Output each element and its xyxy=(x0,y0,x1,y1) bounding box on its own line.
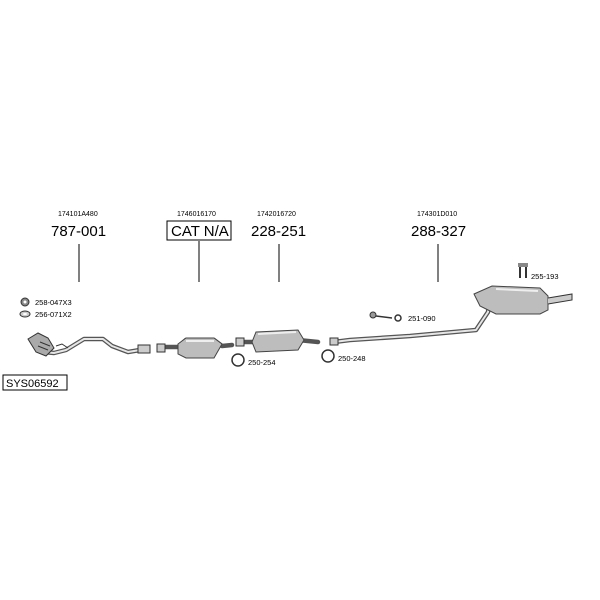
clamp-icon xyxy=(321,349,335,363)
part-group-middle-silencer[interactable]: 1742016720 228-251 xyxy=(251,211,306,282)
middle-silencer-drawing xyxy=(235,329,321,353)
accessory-label: 255-193 xyxy=(531,272,559,281)
hanger-icon xyxy=(369,311,377,319)
mount-accessory[interactable]: 255-193 xyxy=(518,263,559,281)
nut-accessory[interactable]: 258-047X3 xyxy=(20,297,72,307)
rear-silencer-highlight xyxy=(495,288,539,292)
front-pipe-end xyxy=(137,344,151,354)
part-group-catalyst[interactable]: 1746016170 CAT N/A xyxy=(166,211,232,282)
gasket-hole xyxy=(23,313,27,315)
gasket-accessory[interactable]: 256-071X2 xyxy=(19,310,72,319)
silencer-highlight xyxy=(257,331,297,335)
front-pipe-drawing xyxy=(27,332,151,357)
system-code: SYS06592 xyxy=(6,378,59,390)
oe-number: 1742016720 xyxy=(257,211,296,218)
nut-hole xyxy=(23,300,27,304)
manifold-flange xyxy=(27,332,55,357)
accessory-label: 258-047X3 xyxy=(35,298,72,307)
accessory-label: 256-071X2 xyxy=(35,310,72,319)
part-number: CAT N/A xyxy=(171,223,229,240)
hanger-rod xyxy=(375,315,393,319)
clamp-accessory-1[interactable]: 250-254 xyxy=(231,353,276,367)
catalyst-label-box xyxy=(166,220,232,241)
sensor-boss xyxy=(55,343,69,349)
tailpipe xyxy=(547,293,573,305)
oe-number: 174301D010 xyxy=(417,211,457,218)
clamp-accessory-2[interactable]: 250-248 xyxy=(321,349,366,363)
system-code-box xyxy=(2,374,68,391)
rear-inlet xyxy=(329,337,339,346)
part-group-front-pipe[interactable]: 174101A480 787-001 xyxy=(51,211,106,282)
mount-top xyxy=(518,263,528,267)
part-number: 288-327 xyxy=(411,223,466,240)
accessory-label: 250-248 xyxy=(338,354,366,363)
clamp-icon xyxy=(231,353,245,367)
accessory-label: 250-254 xyxy=(248,358,276,367)
rear-silencer-drawing xyxy=(329,285,573,346)
flange-detail xyxy=(37,341,51,351)
accessory-label: 251-090 xyxy=(408,314,436,323)
oe-number: 174101A480 xyxy=(58,211,98,218)
system-code-badge: SYS06592 xyxy=(2,374,68,391)
part-number: 787-001 xyxy=(51,223,106,240)
part-number: 228-251 xyxy=(251,223,306,240)
catalyst-inlet xyxy=(156,343,166,353)
catalyst-drawing xyxy=(156,337,235,359)
middle-silencer-body xyxy=(251,329,305,353)
middle-inlet xyxy=(235,337,245,347)
catalyst-body xyxy=(177,337,223,359)
mount-icon xyxy=(519,266,527,278)
hanger-ring xyxy=(394,314,402,322)
rear-silencer-body xyxy=(473,285,549,315)
part-group-rear-silencer[interactable]: 174301D010 288-327 xyxy=(411,211,466,282)
hanger-accessory[interactable]: 251-090 xyxy=(369,311,436,323)
oe-number: 1746016170 xyxy=(177,211,216,218)
